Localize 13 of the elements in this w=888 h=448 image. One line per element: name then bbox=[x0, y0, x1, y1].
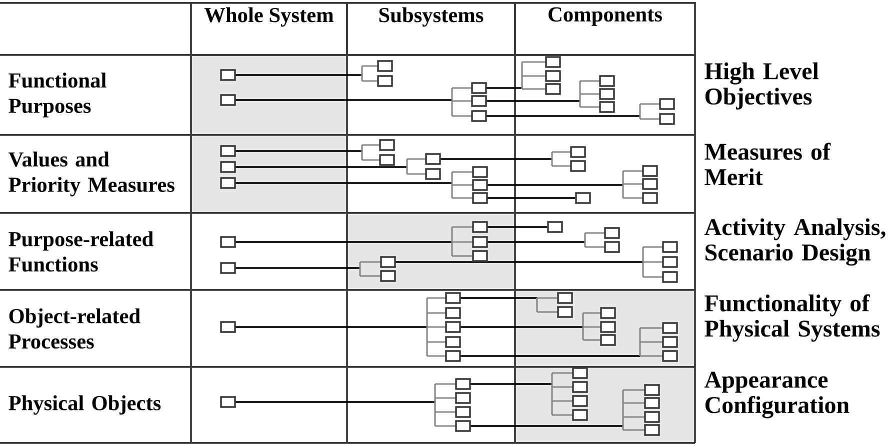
column-header: Whole System bbox=[190, 2, 348, 56]
column-header: Subsystems bbox=[346, 2, 516, 56]
row-label: Object-related Processes bbox=[8, 308, 140, 349]
side-label: Measures of Merit bbox=[704, 142, 831, 186]
side-label: Activity Analysis, Scenario Design bbox=[704, 218, 886, 266]
side-label: Appearance Configuration bbox=[704, 372, 850, 418]
side-label: Functionality of Physical Systems bbox=[704, 294, 880, 342]
column-header: Components bbox=[514, 2, 696, 56]
row-label: Purpose-related Functions bbox=[8, 231, 154, 272]
row-label: Functional Purposes bbox=[8, 72, 106, 118]
row-label: Physical Objects bbox=[8, 395, 161, 415]
row-label: Values and Priority Measures bbox=[8, 152, 174, 196]
side-label: High Level Objectives bbox=[704, 62, 819, 110]
